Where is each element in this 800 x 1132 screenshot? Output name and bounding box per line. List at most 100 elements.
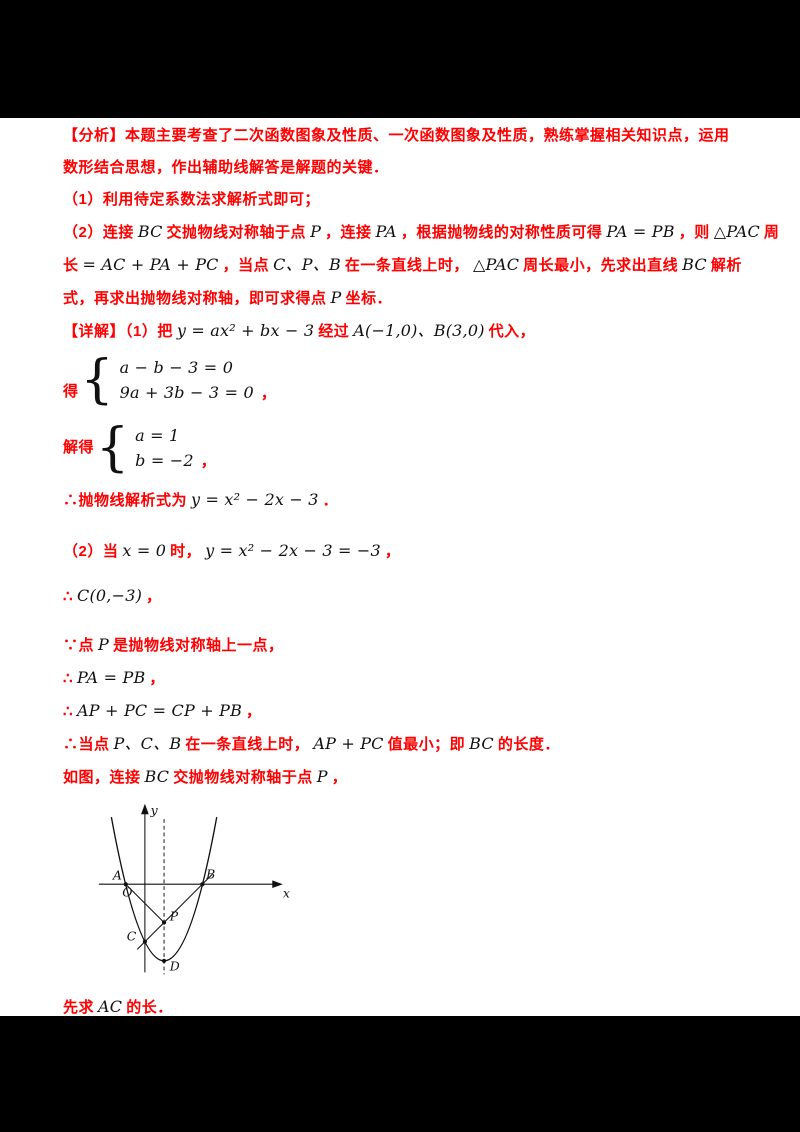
y-axis-arrow [141,803,149,815]
math-eq-2: 9a + 3b − 3 = 0 [119,382,254,402]
cn-text: 值最小；即 [387,736,466,753]
cn-text: （2）连接 [63,224,134,241]
cn-text: 式，再求出抛物线对称轴，即可求得点 [63,290,327,307]
origin-label: O [122,885,132,900]
analysis-text: 数形结合思想，作出辅助线解答是解题的关键． [63,159,389,176]
cn-text: 交抛物线对称轴于点 [173,769,313,786]
math-pa: PA [375,222,397,241]
math-x-zero: x = 0 [122,541,167,560]
math-triangle-pac: △PAC [472,255,520,274]
brace-glyph: { [96,418,130,478]
math-ap-pc-sum: AP + PC = CP + PB [77,701,243,720]
cn-punctuation: ， [260,385,277,402]
math-bc: BC [144,767,170,786]
math-ap-plus-pc: AP + PC [313,734,384,753]
math-points-a-b: A(−1,0)、B(3,0) [353,321,485,340]
cn-text: ，根据抛物线的对称性质可得 [400,224,603,241]
analysis-text: 【分析】本题主要考查了二次函数图象及性质、一次函数图象及性质，熟练掌握相关知识点… [63,127,730,144]
cn-text: 坐标． [345,290,392,307]
cn-punctuation: ， [146,588,162,605]
cn-text: 周 [763,224,780,241]
math-p: P [310,222,322,241]
cn-text: ∴当点 [63,736,110,753]
point-a-label: A [112,867,122,882]
solution-point-c: ∴C(0,−3)， [63,584,744,609]
cn-text: 长 [63,257,79,274]
cn-text: 解得 [63,439,95,456]
solution-pa-eq-pb: ∴PA = PB， [63,666,744,691]
cn-text: 解析 [710,257,742,274]
segment-ap [125,883,165,923]
math-y-at-zero: y = x² − 2x − 3 = −3 [205,541,381,560]
math-eq-1: a − b − 3 = 0 [119,357,234,377]
cn-text: 先求 [63,999,95,1016]
cn-text: 如图，连接 [63,769,141,786]
point-c [142,939,148,944]
cn-punctuation: ， [331,769,348,786]
math-triangle-pac: △PAC [713,222,760,241]
document-page: 【分析】本题主要考查了二次函数图象及性质、一次函数图象及性质，熟练掌握相关知识点… [0,118,800,1016]
math-parabola-general: y = ax² + bx − 3 [176,321,315,340]
cn-text: 得 [63,383,79,400]
cn-text: 交抛物线对称轴于点 [166,224,307,241]
cn-punctuation: ， [246,703,262,720]
cn-punctuation: ． [322,492,339,509]
math-parabola-equation: y = x² − 2x − 3 [191,490,319,509]
math-perimeter-sum: = AC + PA + PC [82,255,219,274]
cn-text: （2）当 [63,543,119,560]
point-p [161,920,167,925]
cn-text: ，当点 [222,257,270,274]
cn-text: ，则 [678,224,710,241]
equation-system-2: 解得 { a = 1 b = −2 ， [63,420,744,476]
point-d [161,958,167,963]
cn-punctuation: ， [200,453,217,470]
analysis-text: （1）利用待定系数法求解析式即可； [63,191,320,208]
cn-text: ，连接 [325,224,372,241]
analysis-line-1: 【分析】本题主要考查了二次函数图象及性质、一次函数图象及性质，熟练掌握相关知识点… [63,124,744,148]
math-bc: BC [137,222,163,241]
cn-text: ∴抛物线解析式为 [63,492,188,509]
math-c-p-b: C、P、B [273,255,341,274]
point-c-label: C [127,929,137,944]
math-b-value: b = −2 [135,450,194,470]
analysis-line-2: 数形结合思想，作出辅助线解答是解题的关键． [63,156,744,180]
cn-text: 周长最小，先求出直线 [523,257,679,274]
math-bc: BC [469,734,494,753]
y-axis-label: y [150,802,159,817]
point-a [123,882,128,887]
x-axis-arrow [272,880,283,889]
point-b [200,882,205,887]
parabola-figure: y x O A B C P D [73,798,744,985]
cn-text: ∴ [63,703,74,720]
line-bc [136,874,213,950]
solution-sum-eq: ∴AP + PC = CP + PB， [63,699,744,724]
cn-text: 经过 [318,323,350,340]
cn-text: ∴ [63,670,74,687]
math-pa-eq-pb: PA = PB [77,668,146,687]
analysis-item-1: （1）利用待定系数法求解析式即可； [63,188,744,212]
cn-text: 的长． [126,999,173,1016]
brace-glyph: { [80,350,114,410]
math-point-c: C(0,−3) [77,586,143,605]
system-equations: a − b − 3 = 0 9a + 3b − 3 = 0 [116,357,258,404]
math-ac: AC [98,997,123,1016]
cn-text: 在一条直线上时， [344,257,469,274]
x-axis-label: x [283,886,290,901]
equation-system-1: 得 { a − b − 3 = 0 9a + 3b − 3 = 0 ， [63,352,744,408]
cn-punctuation: ， [384,543,401,560]
cn-punctuation: ， [149,670,165,687]
cn-text: 【详解】（1）把 [63,323,173,340]
point-p-label: P [169,909,179,924]
math-pa-eq-pb: PA = PB [606,222,675,241]
cn-text: 在一条直线上时， [185,736,310,753]
math-bc: BC [682,255,707,274]
point-b-label: B [205,866,215,881]
